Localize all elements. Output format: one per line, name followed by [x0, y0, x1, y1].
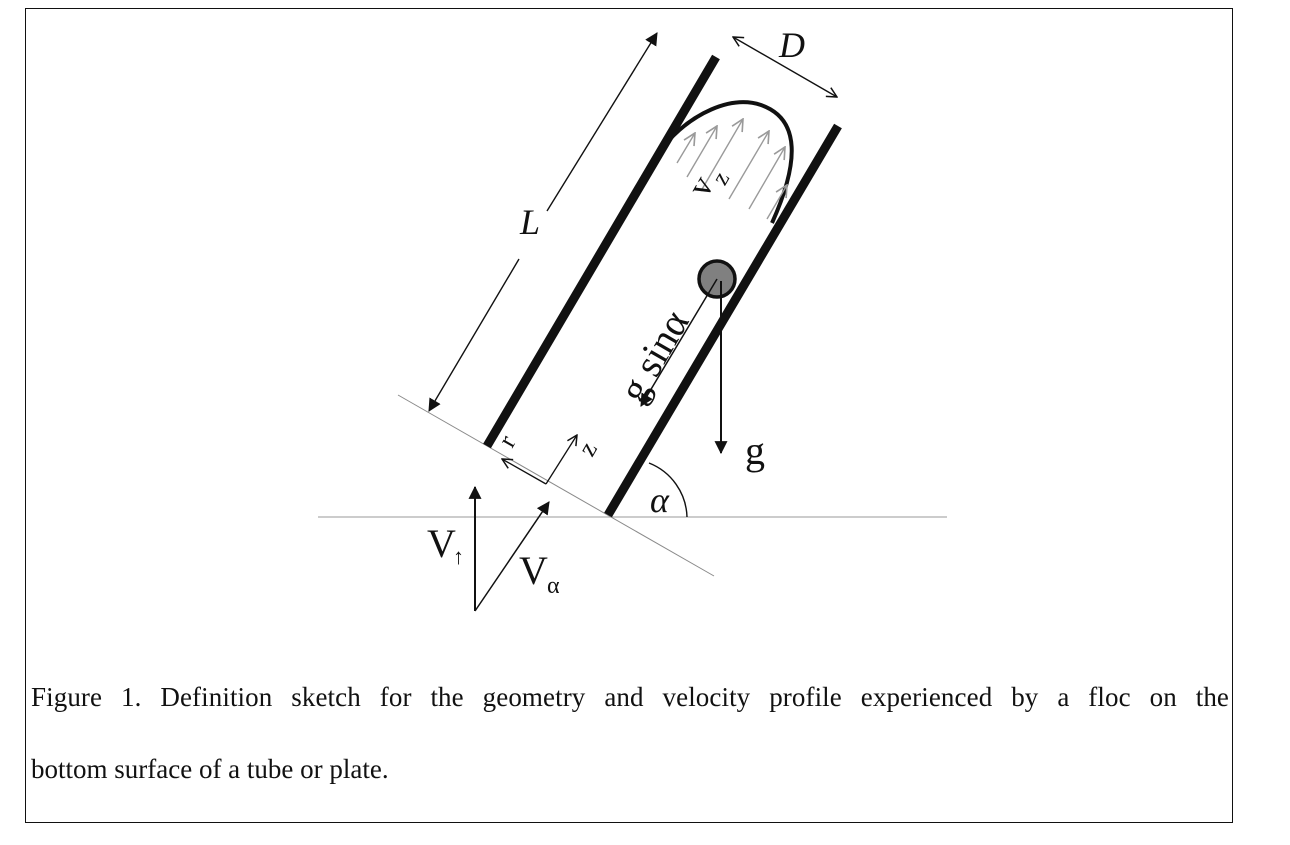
gravity-label: g [745, 428, 765, 473]
svg-text:↑: ↑ [453, 544, 464, 569]
velocity-profile-curve [661, 100, 794, 224]
figure-frame: L D v z g sinα g α r [25, 8, 1233, 823]
upper-tube-wall [483, 54, 720, 449]
length-dimension-arrow-upper [546, 32, 658, 212]
angle-label: α [650, 480, 670, 520]
length-dimension-arrow-lower [428, 258, 520, 412]
svg-text:V: V [519, 548, 548, 593]
angle-arc [648, 462, 688, 518]
vertical-velocity-label: V ↑ [427, 521, 464, 569]
inclined-velocity-label: V α [519, 548, 560, 599]
length-label: L [519, 202, 540, 242]
svg-text:V: V [427, 521, 456, 566]
radial-axis-label: r [492, 430, 522, 452]
diameter-label: D [778, 25, 805, 65]
diameter-dimension-arrow [733, 37, 837, 97]
axial-axis-arrow [545, 435, 577, 485]
axial-axis-label: z [572, 437, 603, 461]
gravity-component-arrow [640, 278, 718, 407]
velocity-profile-label: v z [681, 167, 735, 203]
definition-sketch: L D v z g sinα g α r [318, 25, 947, 612]
figure-caption-line-1: Figure 1. Definition sketch for the geom… [31, 682, 1229, 712]
radial-axis-arrow [502, 459, 547, 485]
figure-caption-line-2: bottom surface of a tube or plate. [31, 754, 389, 784]
tube-end-line [397, 394, 715, 577]
lower-tube-wall [604, 123, 842, 518]
svg-text:α: α [547, 573, 560, 599]
velocity-profile-arrows [676, 119, 787, 220]
inclined-velocity-arrow [474, 501, 550, 612]
